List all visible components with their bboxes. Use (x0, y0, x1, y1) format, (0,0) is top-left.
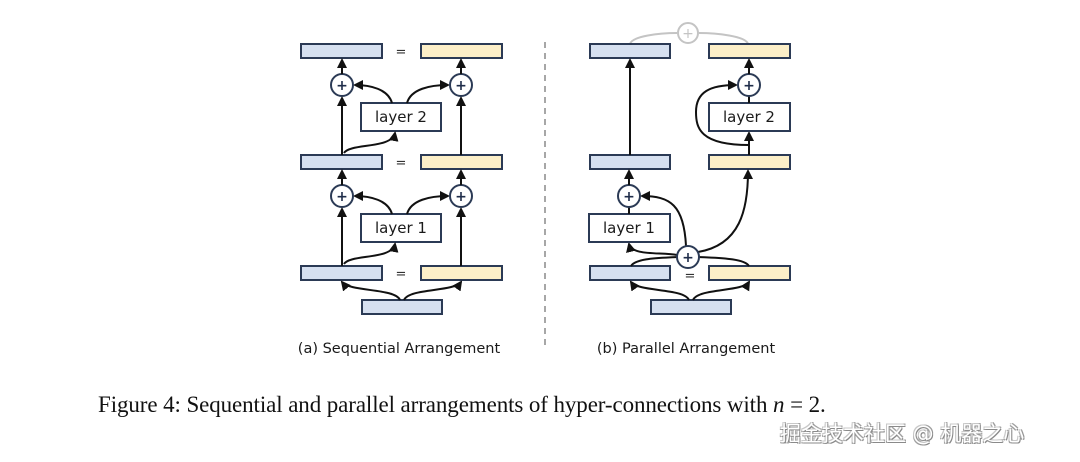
layer-2-label: layer 2 (375, 108, 427, 126)
watermark: 掘金技术社区 @ 机器之心 (780, 422, 1025, 446)
hidden-state-yellow-top (708, 43, 791, 59)
layer-1-box (588, 213, 671, 243)
math-variable: n (773, 392, 785, 417)
gray-plus-node (677, 22, 699, 44)
gray-merge-line (629, 32, 749, 45)
arrow-skip-to-plus (694, 80, 750, 146)
arrow-layer2-to-left-plus (353, 80, 393, 104)
math-equation: = 2. (784, 392, 826, 417)
layer-2-box (360, 102, 442, 132)
hidden-state-yellow-top (420, 43, 503, 59)
equals-sign: = (396, 45, 407, 60)
plus-icon: + (623, 189, 635, 205)
arrow-input-to-yellow (692, 280, 751, 301)
plus-icon: + (336, 189, 348, 205)
equals-sign: = (396, 267, 407, 282)
arrow-input-to-blue (340, 280, 401, 301)
hidden-state-blue-bottom (300, 265, 383, 281)
hidden-state-yellow-mid (708, 154, 791, 170)
hidden-state-blue-mid (300, 154, 383, 170)
figure-label: Figure 4: (98, 392, 181, 417)
panel-sequential: = = = layer 2 layer 1 + + (298, 43, 503, 357)
subcaption-sequential: (a) Sequential Arrangement (298, 341, 501, 357)
layer-2-label: layer 2 (723, 108, 775, 126)
arrow-center-to-left-plus (640, 191, 687, 247)
plus-icon: + (455, 189, 467, 205)
layer-1-label: layer 1 (603, 219, 655, 237)
arrow-input-to-blue (629, 280, 690, 301)
hidden-state-blue-top (589, 43, 671, 59)
layer-1-label: layer 1 (375, 219, 427, 237)
arrow-center-to-yellow-mid (697, 169, 753, 253)
equals-sign: = (396, 156, 407, 171)
plus-icon: + (682, 26, 694, 42)
plus-icon: + (682, 250, 694, 266)
arrow-blue-to-layer1 (343, 242, 399, 265)
plus-icon: + (743, 78, 755, 94)
arrow-layer1-to-right-plus (406, 191, 450, 215)
hidden-state-yellow-mid (420, 154, 503, 170)
hidden-state-yellow-bottom (420, 265, 503, 281)
arrow-center-to-layer1 (626, 242, 678, 256)
hidden-state-blue-top (300, 43, 383, 59)
input-state (361, 299, 443, 315)
arrow-blue-to-layer2 (343, 131, 399, 154)
equals-sign: = (685, 269, 696, 284)
figure-caption: Figure 4: Sequential and parallel arrang… (98, 392, 826, 418)
arrow-input-to-yellow (403, 280, 463, 301)
input-state (650, 299, 732, 315)
arrow-layer1-to-left-plus (353, 191, 393, 215)
subcaption-parallel: (b) Parallel Arrangement (597, 341, 776, 357)
line-blue-to-center-plus (630, 256, 678, 267)
panel-parallel: + = + layer 1 + layer 2 (588, 22, 791, 357)
arrow-layer2-to-right-plus (406, 80, 450, 104)
center-plus-node (676, 245, 700, 269)
hidden-state-blue-bottom (589, 265, 671, 281)
plus-icon: + (455, 78, 467, 94)
plus-icon: + (336, 78, 348, 94)
figure-caption-text: Sequential and parallel arrangements of … (186, 392, 768, 417)
line-yellow-to-center-plus (698, 256, 750, 267)
hidden-state-yellow-bottom (708, 265, 791, 281)
hidden-state-blue-mid (589, 154, 671, 170)
layer-1-box (360, 213, 442, 243)
